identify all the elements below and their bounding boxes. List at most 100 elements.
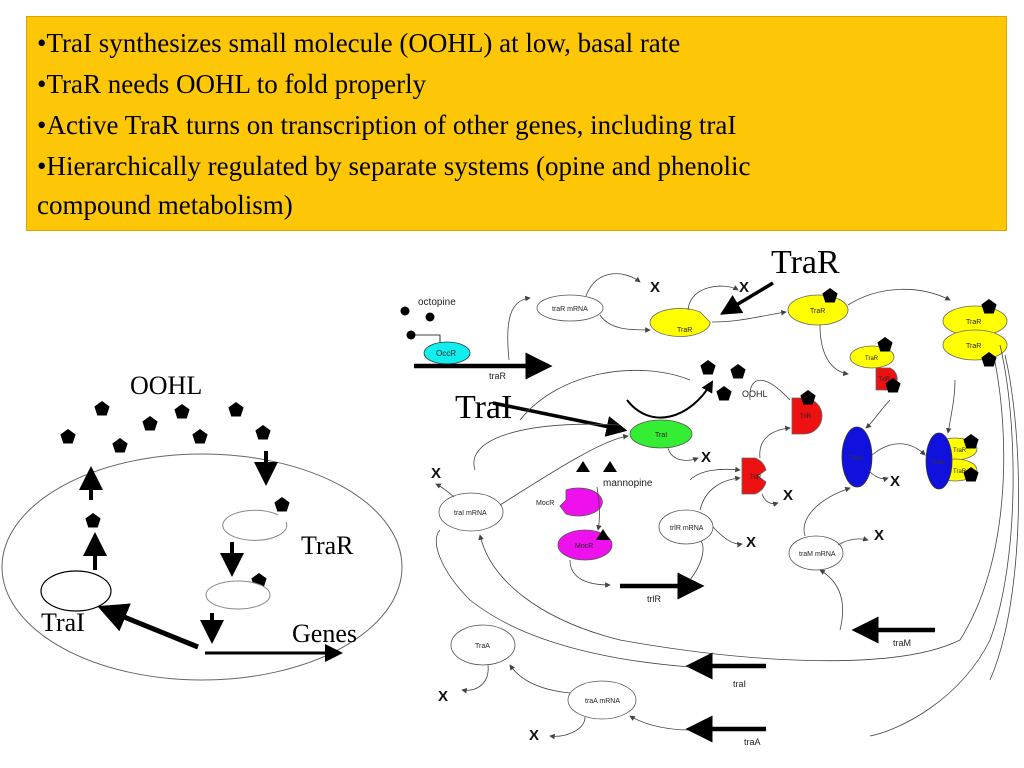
trar-mrna bbox=[536, 294, 604, 322]
traa-mrna-label: traA mRNA bbox=[585, 698, 620, 705]
traa-protein-label: TraA bbox=[475, 643, 490, 650]
trar-inactive bbox=[649, 308, 711, 337]
trlr-gene-label: trlR bbox=[647, 594, 661, 604]
bullet-3: •Active TraR turns on transcription of o… bbox=[37, 110, 737, 140]
mannopine-molecule-icon bbox=[603, 461, 617, 472]
bullet-4: •Hierarchically regulated by separate sy… bbox=[37, 151, 751, 181]
trar-bound-2-label: TraR bbox=[953, 469, 967, 475]
traa-protein bbox=[450, 624, 516, 666]
x-mark: X bbox=[739, 279, 749, 296]
trar-active-label: TraR bbox=[810, 308, 825, 315]
genes-label: Genes bbox=[292, 619, 357, 648]
x-mark: X bbox=[650, 279, 660, 296]
oohl-molecule-icon bbox=[700, 360, 716, 375]
x-mark: X bbox=[529, 727, 539, 744]
x-mark: X bbox=[431, 465, 441, 482]
x-mark: X bbox=[783, 487, 793, 504]
trai-label: TraI bbox=[41, 608, 85, 637]
trlr-protein2-label: TrlR bbox=[750, 475, 762, 481]
trar-folded bbox=[205, 580, 271, 610]
mannopine-label: mannopine bbox=[603, 478, 653, 489]
trai-callout: TraI bbox=[455, 389, 512, 426]
mocr-bound-label: MocR bbox=[575, 543, 593, 550]
oohl-right-label: OOHL bbox=[742, 389, 768, 399]
tram-protein-1 bbox=[841, 426, 873, 488]
tram-mrna bbox=[788, 535, 844, 571]
trar-dimer-bottom-label: TraR bbox=[966, 343, 981, 350]
trar-mrna-label: traR mRNA bbox=[552, 306, 588, 313]
trlr-protein2 bbox=[741, 457, 767, 495]
bullet-1: •TraI synthesizes small molecule (OOHL) … bbox=[37, 28, 681, 58]
trai-protein bbox=[629, 419, 693, 449]
oohl-molecule-icon bbox=[228, 402, 244, 417]
left-diagram: OOHL TraR TraI Genes bbox=[1, 371, 403, 681]
oohl-molecule-icon bbox=[274, 497, 290, 512]
oohl-molecule-icon bbox=[877, 337, 893, 352]
octopine-label: octopine bbox=[418, 297, 456, 308]
oohl-molecule-icon bbox=[94, 401, 110, 416]
occr-label: OccR bbox=[436, 349, 456, 358]
trai-mrna bbox=[438, 492, 504, 532]
octopine-molecule-icon bbox=[425, 312, 435, 322]
trar-bound-1-label: TraR bbox=[953, 448, 967, 454]
trar-small-label: TraR bbox=[865, 356, 879, 362]
trai-enzyme bbox=[40, 570, 112, 612]
tram-protein-1-label: TraM bbox=[849, 456, 863, 462]
trar-active bbox=[787, 294, 849, 326]
trar-dimer-top-label: TraR bbox=[966, 319, 981, 326]
trar-inactive-label: TraR bbox=[677, 327, 692, 334]
mannopine-molecule-icon bbox=[576, 461, 590, 472]
trai-synthesis-arrow bbox=[626, 380, 714, 419]
tram-gene-label: traM bbox=[893, 638, 911, 648]
oohl-molecule-icon bbox=[822, 288, 838, 303]
trar-dimer-bottom bbox=[942, 329, 1008, 361]
oohl-molecule-icon bbox=[981, 299, 997, 314]
traa-mrna bbox=[567, 680, 637, 720]
trar-callout-arrow bbox=[719, 281, 774, 315]
x-mark: X bbox=[438, 688, 448, 705]
oohl-molecule-icon bbox=[730, 364, 746, 379]
oohl-molecule-icon bbox=[800, 390, 816, 405]
trlr-mrna-label: trlR mRNA bbox=[670, 525, 704, 532]
oohl-molecule-icon bbox=[255, 425, 271, 440]
tram-protein-2-label: TraM bbox=[931, 460, 945, 466]
oohl-molecule-icon bbox=[112, 438, 128, 453]
tram-mrna-label: traM mRNA bbox=[799, 551, 836, 558]
octopine-molecule-icon bbox=[400, 306, 410, 316]
oohl-label: OOHL bbox=[130, 371, 202, 400]
x-mark: X bbox=[874, 527, 884, 544]
octopine-molecule-icon bbox=[406, 330, 416, 340]
oohl-molecule-icon bbox=[192, 429, 208, 444]
tram-protein-2 bbox=[925, 432, 953, 490]
trlr-in-complex-label: TrlR bbox=[879, 377, 891, 383]
x-mark: X bbox=[890, 473, 900, 490]
trai-mrna-label: traI mRNA bbox=[454, 510, 487, 517]
trar-callout: TraR bbox=[771, 244, 840, 281]
trai-gene-label: traI bbox=[733, 679, 746, 689]
trai-protein-label: TraI bbox=[655, 432, 667, 439]
trar-small bbox=[849, 345, 895, 369]
x-mark: X bbox=[701, 449, 711, 466]
right-diagram: TraR TraI octopine OccR traR traR mRNA X… bbox=[400, 244, 1019, 747]
oohl-molecule-icon bbox=[60, 429, 76, 444]
x-mark: X bbox=[746, 534, 756, 551]
trai-callout-arrow bbox=[492, 401, 628, 437]
trar-unfolded bbox=[222, 509, 288, 541]
cell-outline bbox=[1, 453, 403, 681]
oohl-molecule-icon bbox=[142, 416, 158, 431]
bullet-4-continued: compound metabolism) bbox=[37, 190, 293, 220]
oohl-molecule-icon bbox=[85, 513, 101, 528]
trar-gene-label: traR bbox=[489, 371, 507, 381]
traa-gene-label: traA bbox=[744, 737, 761, 747]
oohl-molecule-icon bbox=[716, 386, 732, 401]
mocr-protein bbox=[559, 487, 603, 517]
trar-label: TraR bbox=[301, 531, 354, 560]
mocr-label: MocR bbox=[536, 500, 554, 507]
mannopine-molecule-icon bbox=[596, 529, 610, 540]
octopine-binding-line bbox=[414, 334, 441, 345]
trai-induction-arrow bbox=[97, 603, 199, 650]
bullet-box: •TraI synthesizes small molecule (OOHL) … bbox=[26, 16, 1007, 231]
oohl-molecule-icon bbox=[174, 404, 190, 419]
oohl-molecule-icon bbox=[963, 434, 979, 449]
